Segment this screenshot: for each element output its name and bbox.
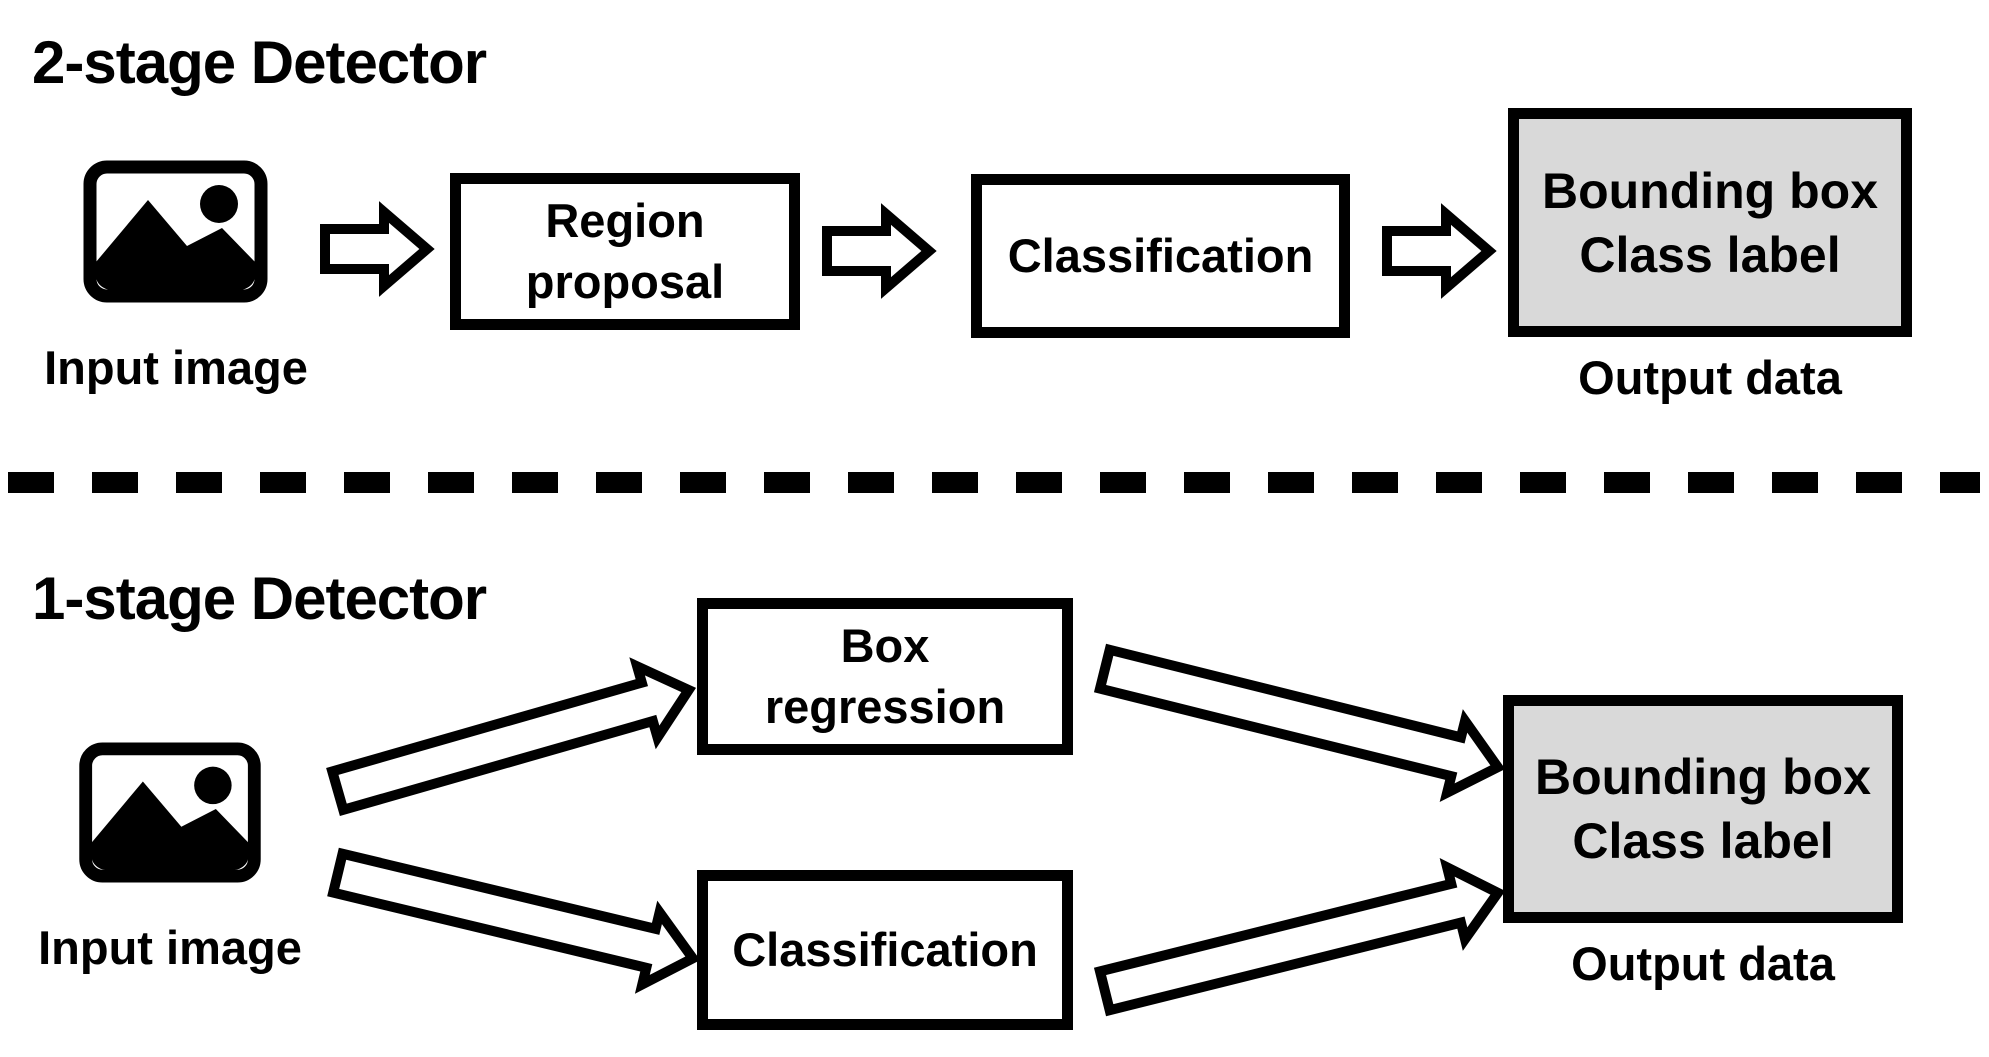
- box-regression-line1: Box: [840, 619, 930, 673]
- input-image-label: Input image: [38, 921, 302, 974]
- classification-box: Classification: [697, 870, 1073, 1030]
- output-box-line1: Bounding box: [1534, 749, 1872, 805]
- one-stage-title: 1-stage Detector: [32, 565, 487, 632]
- output-box: Bounding box Class label: [1503, 695, 1903, 923]
- arrow-right-icon: [320, 201, 435, 297]
- two-stage-title: 2-stage Detector: [32, 29, 487, 96]
- region-proposal-line1: Region: [545, 194, 705, 248]
- input-image-label: Input image: [44, 341, 308, 394]
- arrow-right-icon: [822, 203, 937, 299]
- arrow-up-right-icon: [1090, 851, 1513, 1033]
- arrow-right-icon: [1382, 203, 1497, 299]
- input-image-icon: [78, 742, 262, 883]
- output-box-line2: Class label: [1579, 226, 1841, 283]
- input-image-icon: [83, 160, 268, 303]
- classification-box: Classification: [971, 174, 1350, 338]
- box-regression-line2: regression: [764, 679, 1006, 733]
- classification-label: Classification: [732, 922, 1038, 976]
- region-proposal-line2: proposal: [525, 254, 725, 308]
- output-data-label: Output data: [1571, 937, 1835, 990]
- output-box-line2: Class label: [1572, 813, 1834, 869]
- box-regression-box: Box regression: [697, 598, 1073, 755]
- arrow-up-right-icon: [321, 648, 705, 832]
- output-box: Bounding box Class label: [1508, 108, 1912, 337]
- arrow-down-right-icon: [1090, 627, 1513, 809]
- section-divider: [8, 472, 1980, 493]
- classification-label: Classification: [1007, 228, 1314, 282]
- output-box-line1: Bounding box: [1541, 162, 1879, 219]
- output-data-label: Output data: [1578, 351, 1842, 404]
- region-proposal-box: Region proposal: [450, 173, 800, 330]
- arrow-down-right-icon: [323, 831, 707, 1000]
